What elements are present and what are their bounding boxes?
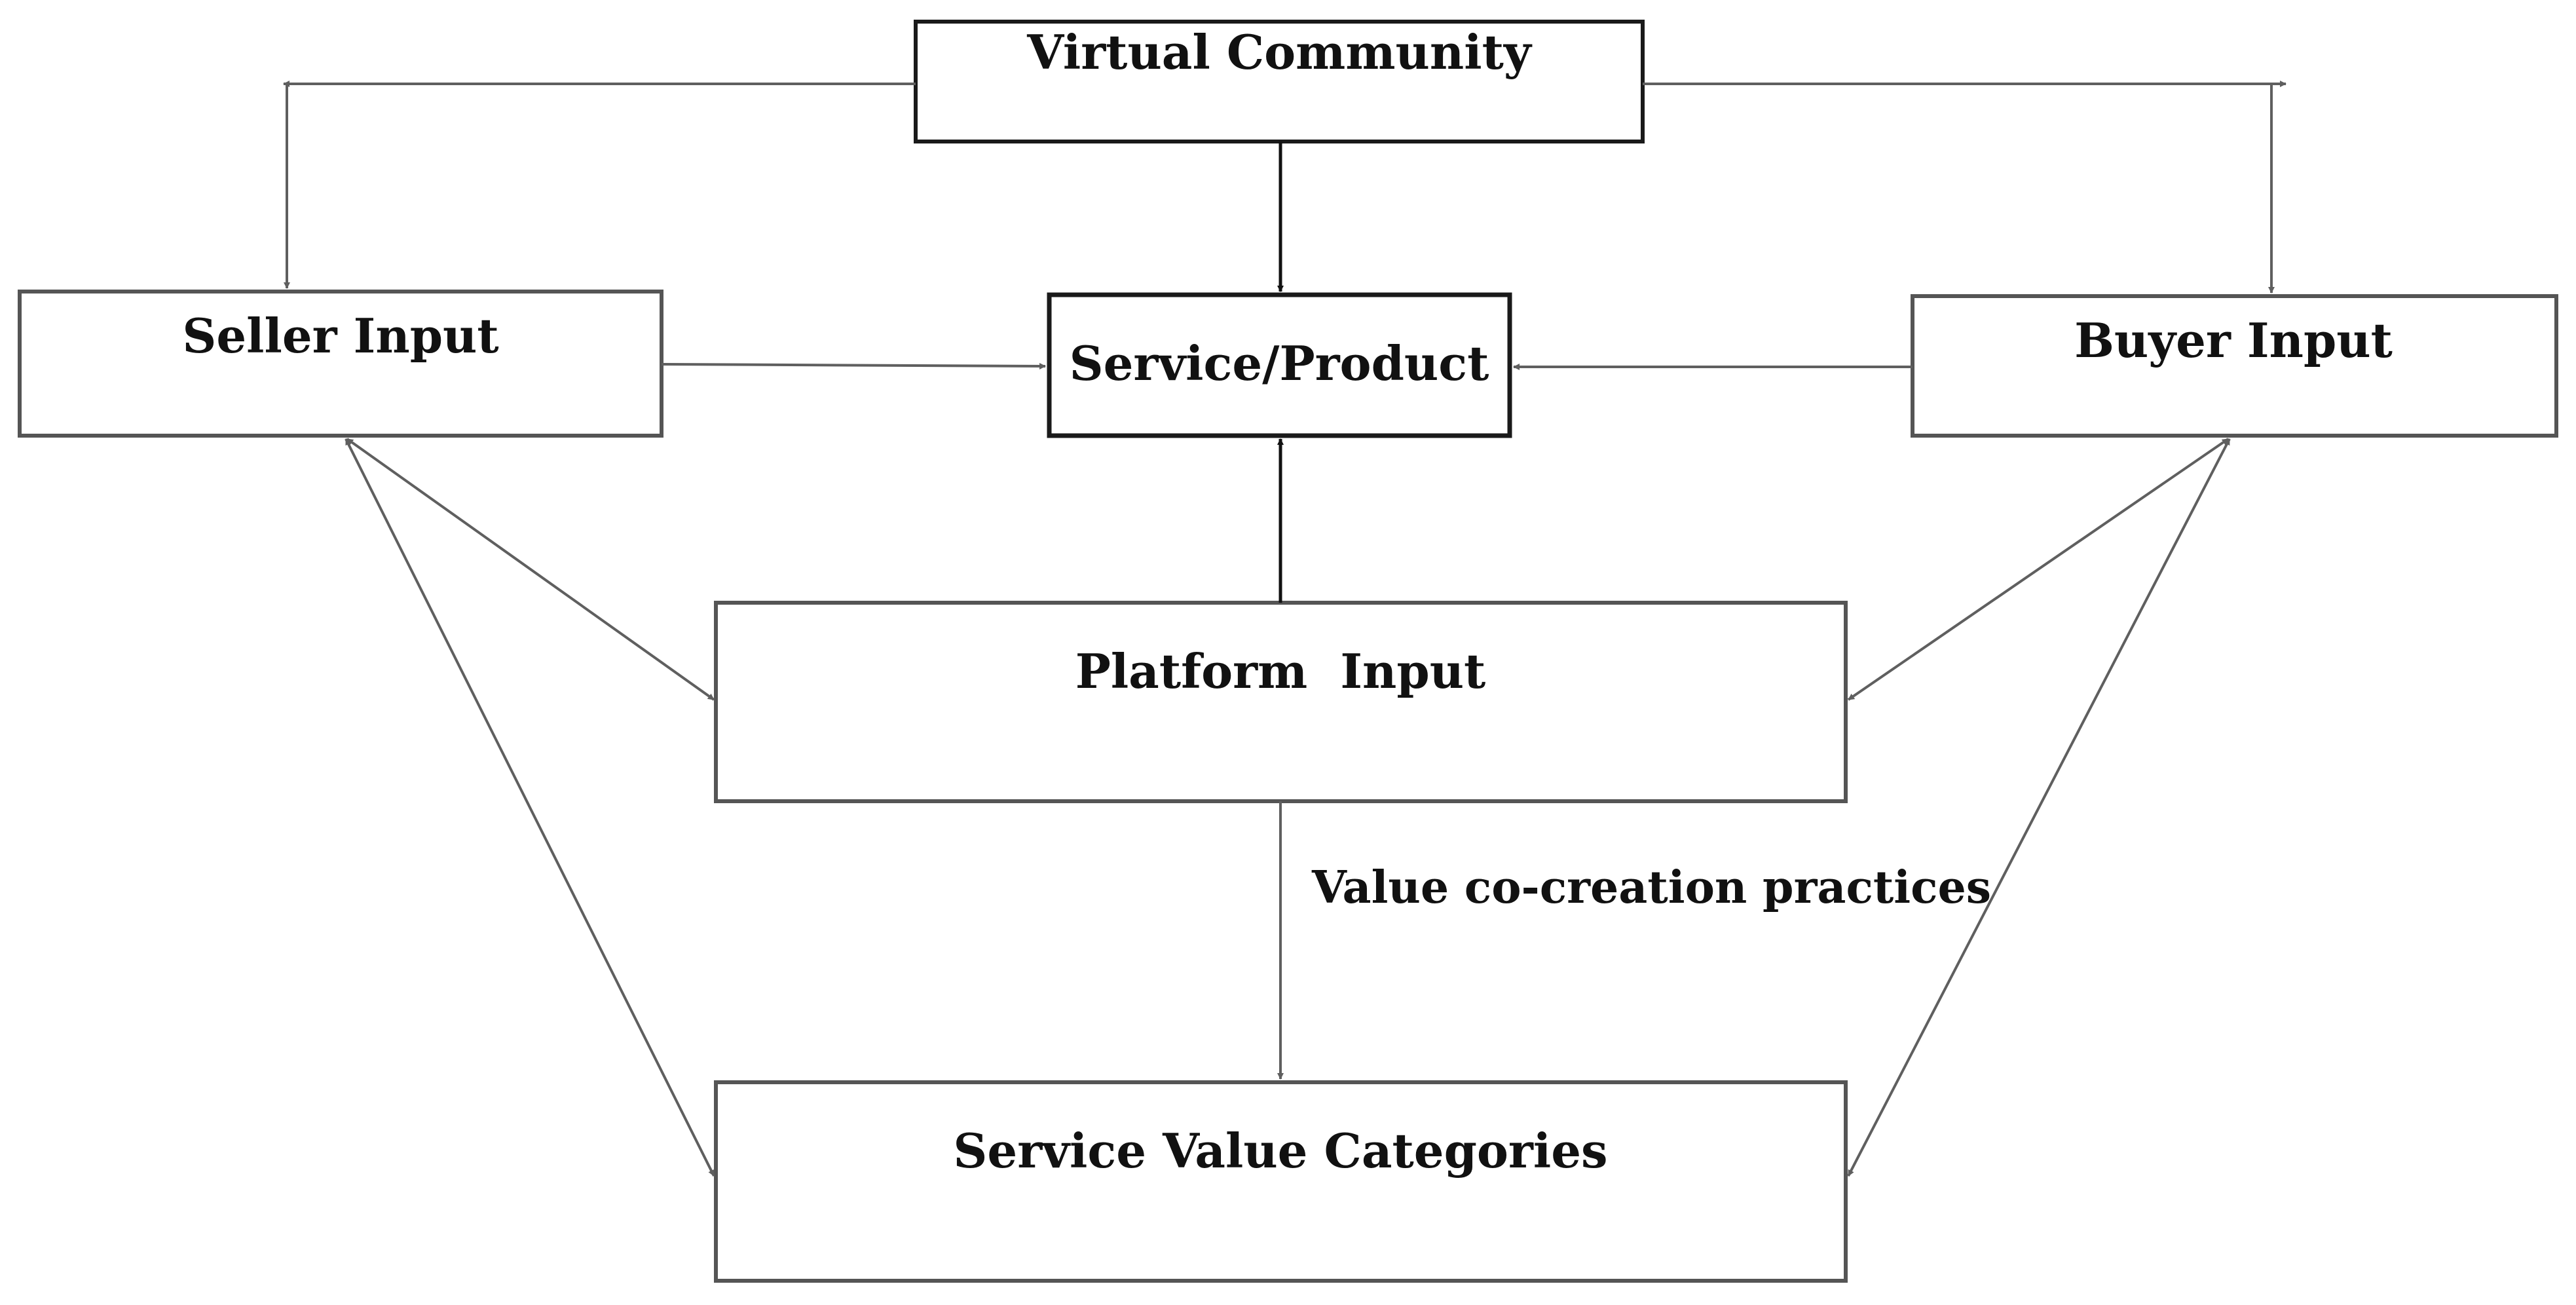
buyer-input-box: [1911, 294, 2558, 438]
service-value-categories-label: Service Value Categories: [953, 1123, 1607, 1179]
service-product-node: Service/Product: [1047, 292, 1512, 438]
buyer-input-label: Buyer Input: [2074, 312, 2393, 368]
platform-input-node: Platform Input: [714, 601, 1848, 803]
connector-buyer-platform: [1847, 438, 2230, 701]
service-product-box: [1047, 292, 1512, 438]
service-value-categories-box: [714, 1080, 1848, 1283]
virtual-community-node: Virtual Community: [914, 20, 1645, 143]
seller-input-node: Seller Input: [18, 290, 663, 438]
seller-input-label: Seller Input: [182, 308, 498, 364]
connector-buyer-service-value: [1847, 438, 2231, 1177]
service-product-label: Service/Product: [1070, 335, 1489, 391]
platform-input-box: [714, 601, 1848, 803]
platform-input-label: Platform Input: [1075, 643, 1486, 699]
connector-seller-to-service-product: [661, 362, 1046, 369]
connector-seller-platform: [346, 438, 715, 701]
buyer-input-node: Buyer Input: [1911, 294, 2558, 438]
value-cocreation-label: Value co-creation practices: [1311, 861, 1991, 914]
virtual-community-label: Virtual Community: [1026, 24, 1533, 80]
seller-input-box: [18, 290, 663, 438]
virtual-community-box: [914, 20, 1645, 143]
connector-seller-service-value: [345, 438, 715, 1177]
service-value-categories-node: Service Value Categories: [714, 1080, 1848, 1283]
